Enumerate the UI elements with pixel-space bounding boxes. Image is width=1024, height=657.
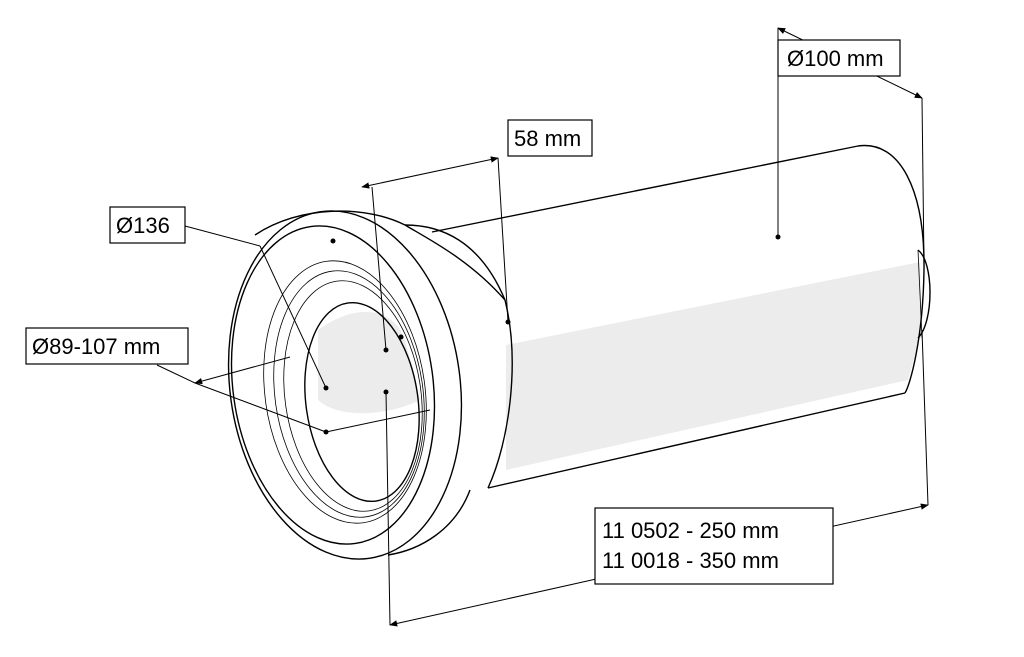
outer-diameter-label-box xyxy=(777,39,901,77)
seal-range-label: Ø89-107 mm xyxy=(32,334,160,359)
collar-diameter-label-box xyxy=(109,206,186,244)
socket-depth-label-box xyxy=(507,119,593,157)
collar-diameter-label: Ø136 xyxy=(116,213,170,238)
dimension-socket-depth xyxy=(361,156,511,353)
pipe-collar xyxy=(227,210,513,560)
length-label-box xyxy=(594,507,834,585)
dimension-seal-range xyxy=(156,356,431,435)
seal-range-label-box xyxy=(25,327,189,365)
socket-depth-label: 58 mm xyxy=(514,126,581,151)
pipe-body xyxy=(431,144,931,489)
length-label-line-2: 11 0018 - 350 mm xyxy=(602,548,779,573)
length-label-line-1: 11 0502 - 250 mm xyxy=(602,518,779,543)
dimension-collar-diameter xyxy=(184,225,404,391)
outer-diameter-label: Ø100 mm xyxy=(787,46,884,71)
